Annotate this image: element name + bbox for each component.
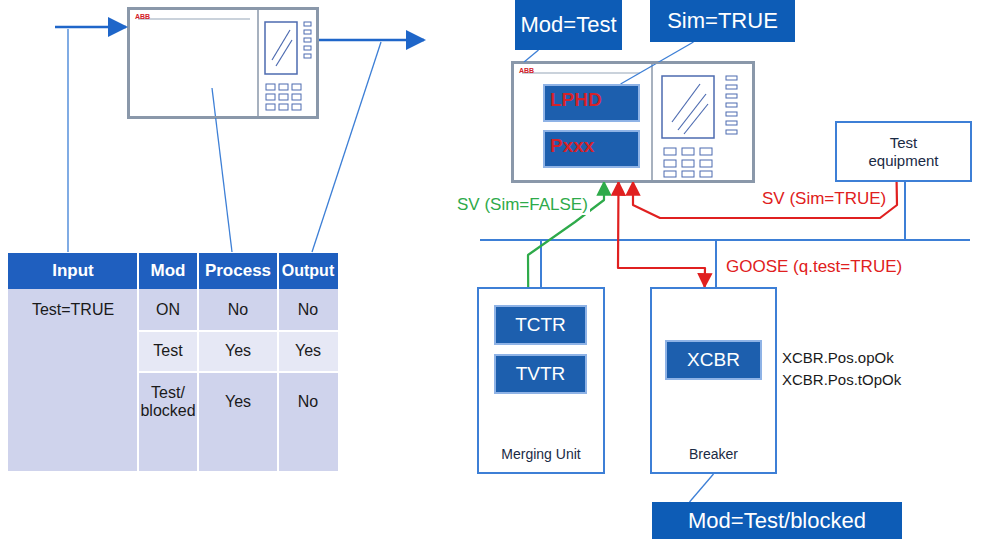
- edge-label: GOOSE (q.test=TRUE): [724, 258, 904, 277]
- edge-label: SV (Sim=TRUE): [760, 190, 888, 209]
- sim-box: Sim=TRUE: [650, 0, 795, 42]
- faceplate: [258, 9, 317, 117]
- signal-name: XCBR.Pos.opOk: [782, 348, 978, 368]
- table-header: Input: [8, 253, 138, 289]
- node-text: Sim=TRUE: [667, 8, 778, 33]
- leader-line: [524, 50, 538, 62]
- node-text: TVTR: [516, 363, 566, 385]
- node-text: Pxxx: [550, 135, 594, 157]
- device-box: Breaker XCBR: [650, 287, 777, 474]
- bus-drop: [715, 240, 717, 287]
- brand-logo: ABB: [519, 67, 534, 75]
- bus-line: [480, 239, 970, 241]
- node-text: LPHD: [550, 89, 602, 111]
- leds: [266, 22, 311, 110]
- leader-line: [212, 88, 232, 252]
- table-cell: Test=TRUE: [8, 289, 138, 331]
- logical-node: LPHD: [543, 84, 640, 122]
- ied: ABB LPHD Pxxx: [512, 62, 754, 182]
- edge-label: SV (Sim=FALSE): [455, 196, 590, 215]
- node-text: XCBR: [687, 349, 740, 371]
- ied-body: [128, 8, 318, 118]
- leader-line: [690, 474, 714, 502]
- node-text: Test equipment: [859, 134, 948, 169]
- node-text: TCTR: [515, 314, 566, 336]
- table-cell: Test/ blocked: [138, 372, 198, 432]
- device-box: Merging Unit TCTR TVTR: [477, 287, 605, 474]
- mod-box: Mod=Test/blocked: [652, 502, 902, 539]
- logical-node: TCTR: [494, 305, 587, 345]
- logical-node: Pxxx: [543, 130, 640, 168]
- table: [8, 253, 338, 471]
- leds: [664, 76, 737, 177]
- table-header: Output: [278, 253, 338, 289]
- ied-body: [512, 62, 754, 182]
- table-header: Process: [198, 253, 278, 289]
- table-cell: Yes: [198, 372, 278, 432]
- table-cell: ON: [138, 289, 198, 331]
- table-cell: No: [278, 372, 338, 432]
- node-text: Breaker: [689, 446, 738, 462]
- table-cell: Yes: [278, 331, 338, 372]
- mod-box: Mod=Test: [515, 0, 622, 50]
- table-cell: Test: [138, 331, 198, 372]
- leader-line: [312, 42, 381, 252]
- ied: ABB: [128, 8, 318, 118]
- leader-line: [67, 29, 68, 252]
- table-cell: Yes: [198, 331, 278, 372]
- goose-connector: [618, 182, 705, 287]
- table-cell: No: [278, 289, 338, 331]
- signal-name: XCBR.Pos.tOpOk: [782, 370, 978, 390]
- table-cell: No: [198, 289, 278, 331]
- node-text: Merging Unit: [501, 446, 580, 462]
- node-text: Mod=Test/blocked: [688, 508, 866, 533]
- table-header: Mod: [138, 253, 198, 289]
- logical-node: XCBR: [665, 340, 762, 380]
- brand-logo: ABB: [135, 13, 150, 21]
- logical-node: TVTR: [494, 354, 587, 394]
- bus-drop: [904, 182, 906, 240]
- faceplate: [652, 63, 753, 181]
- sv-connector: [633, 182, 897, 218]
- input-arrow: [55, 26, 126, 29]
- screen: [662, 76, 714, 138]
- ied-line: [138, 18, 250, 20]
- output-arrow: [319, 39, 424, 42]
- screen: [265, 22, 297, 74]
- equipment-box: Test equipment: [835, 121, 972, 182]
- node-text: Mod=Test: [521, 12, 617, 37]
